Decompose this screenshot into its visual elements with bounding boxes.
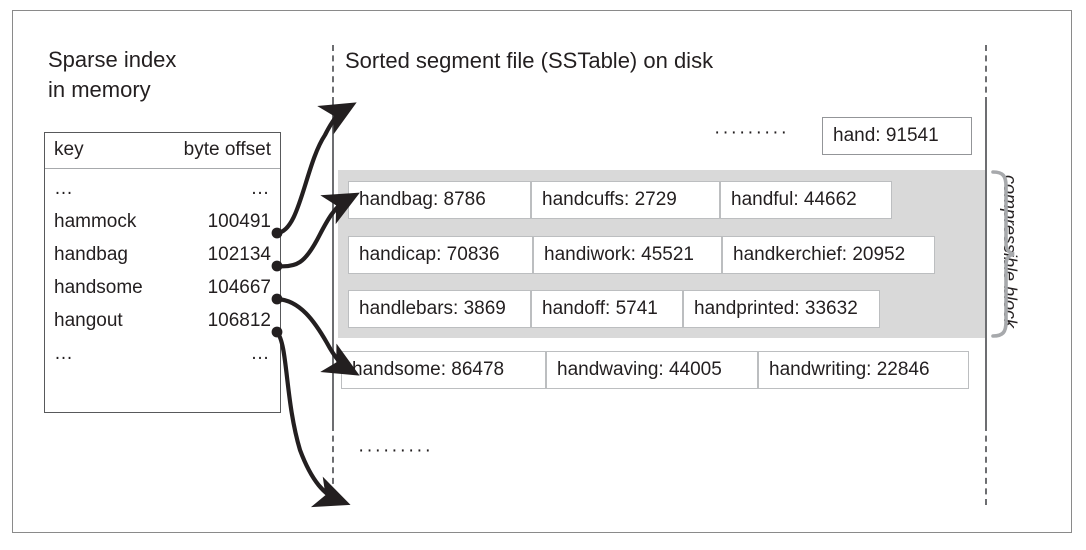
- segment-entry: handbag: 8786: [348, 181, 531, 219]
- column-header-key: key: [54, 139, 84, 160]
- segment-end-rule: [985, 103, 987, 425]
- segment-top-ellipsis: ·········: [714, 122, 789, 143]
- segment-entry: handoff: 5741: [531, 290, 683, 328]
- segment-start-dashed-rule-top: [332, 45, 334, 103]
- segment-start-rule: [332, 103, 334, 425]
- segment-entry: handprinted: 33632: [683, 290, 880, 328]
- segment-entry: handlebars: 3869: [348, 290, 531, 328]
- segment-entry: handkerchief: 20952: [722, 236, 935, 274]
- sparse-index-table: key byte offset … … hammock 100491 handb…: [44, 132, 281, 413]
- cell-offset: 106812: [207, 310, 271, 331]
- sparse-index-body: … … hammock 100491 handbag 102134 handso…: [45, 169, 280, 373]
- cell-offset: 100491: [207, 211, 271, 232]
- segment-bottom-ellipsis: ·········: [358, 440, 433, 461]
- segment-entry: handwaving: 44005: [546, 351, 758, 389]
- segment-end-dashed-rule-top: [985, 45, 987, 103]
- cell-offset: 104667: [207, 277, 271, 298]
- compressible-block-label: compressible block: [1000, 175, 1020, 329]
- segment-entry: handcuffs: 2729: [531, 181, 720, 219]
- column-header-byte-offset: byte offset: [183, 139, 271, 160]
- cell-key: hangout: [54, 310, 123, 331]
- sparse-index-heading: Sparse index in memory: [48, 47, 177, 102]
- segment-end-dashed-rule-bottom: [985, 425, 987, 505]
- segment-entry: handsome: 86478: [341, 351, 546, 389]
- table-row: hammock 100491: [45, 208, 280, 241]
- segment-entry: handicap: 70836: [348, 236, 533, 274]
- cell-offset: …: [250, 343, 271, 364]
- cell-key: …: [54, 178, 75, 199]
- segment-start-dashed-rule-bottom: [332, 425, 334, 505]
- segment-file-heading: Sorted segment file (SSTable) on disk: [345, 48, 714, 73]
- table-row: handbag 102134: [45, 241, 280, 274]
- sparse-index-header-row: key byte offset: [45, 133, 280, 169]
- table-row: hangout 106812: [45, 307, 280, 340]
- segment-entry: handiwork: 45521: [533, 236, 722, 274]
- segment-entry: handwriting: 22846: [758, 351, 969, 389]
- segment-entry: handful: 44662: [720, 181, 892, 219]
- table-row: … …: [45, 175, 280, 208]
- cell-key: hammock: [54, 211, 137, 232]
- cell-offset: 102134: [207, 244, 271, 265]
- cell-offset: …: [250, 178, 271, 199]
- table-row: … …: [45, 340, 280, 373]
- table-row: handsome 104667: [45, 274, 280, 307]
- segment-entry: hand: 91541: [822, 117, 972, 155]
- cell-key: handbag: [54, 244, 128, 265]
- cell-key: …: [54, 343, 75, 364]
- cell-key: handsome: [54, 277, 143, 298]
